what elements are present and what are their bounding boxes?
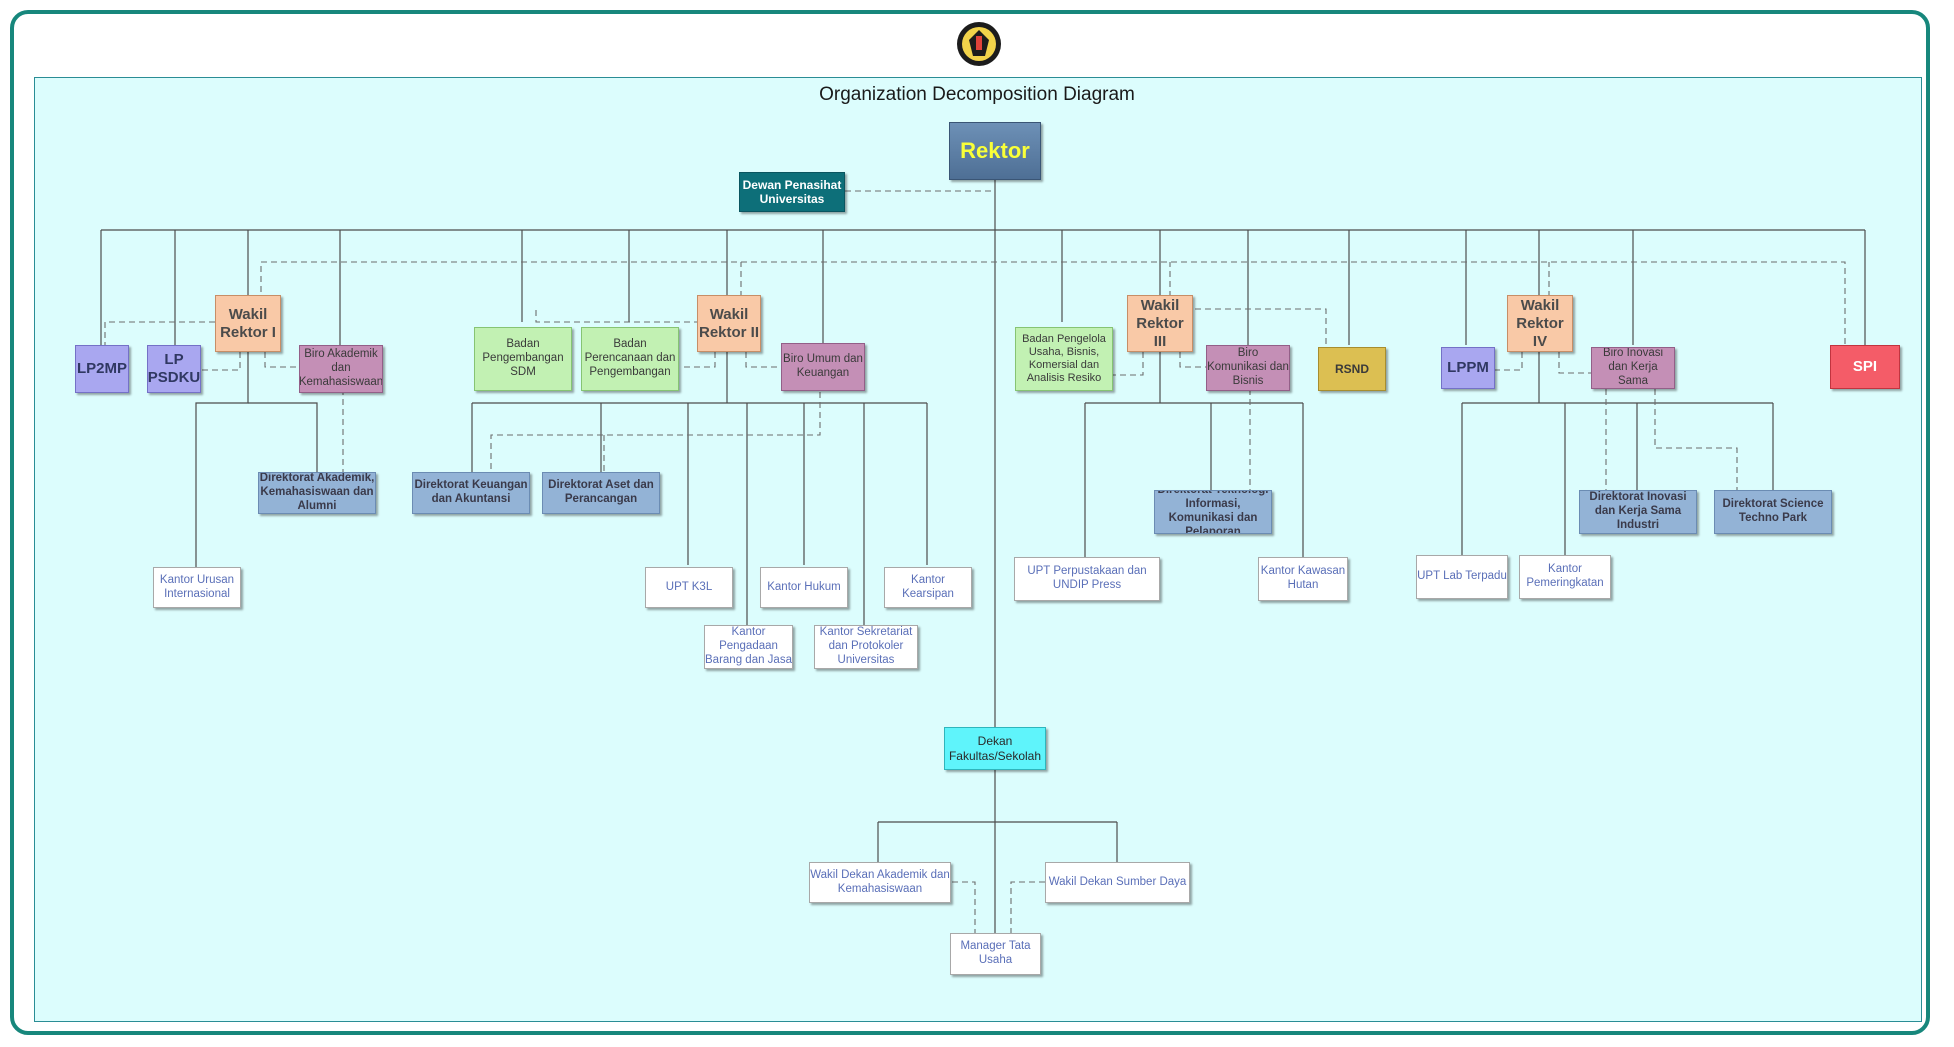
biro-akademik-box[interactable]: Biro Akademik dan Kemahasiswaan (299, 345, 383, 393)
direktorat-keuangan-box[interactable]: Direktorat Keuangan dan Akuntansi (412, 472, 530, 514)
kantor-pengadaan-box[interactable]: Kantor Pengadaan Barang dan Jasa (704, 625, 793, 669)
dekan-fakultas-box[interactable]: Dekan Fakultas/Sekolah (944, 727, 1046, 770)
direktorat-ti-box[interactable]: Direktorat Teknologi Informasi, Komunika… (1154, 490, 1272, 534)
upt-perpustakaan-box[interactable]: UPT Perpustakaan dan UNDIP Press (1014, 557, 1160, 601)
wakil-rektor-2-box[interactable]: Wakil Rektor II (697, 295, 761, 352)
kantor-sekretariat-box[interactable]: Kantor Sekretariat dan Protokoler Univer… (814, 625, 918, 669)
lppm-box[interactable]: LPPM (1441, 347, 1495, 389)
kantor-kearsipan-box[interactable]: Kantor Kearsipan (884, 567, 972, 608)
biro-inovasi-box[interactable]: Biro Inovasi dan Kerja Sama (1591, 347, 1675, 389)
wakil-rektor-1-box[interactable]: Wakil Rektor I (215, 295, 281, 352)
kantor-hukum-box[interactable]: Kantor Hukum (760, 567, 848, 608)
wakil-rektor-4-box[interactable]: Wakil Rektor IV (1507, 295, 1573, 352)
direktorat-akademik-box[interactable]: Direktorat Akademik, Kemahasiswaan dan A… (258, 472, 376, 514)
upt-k3l-box[interactable]: UPT K3L (645, 567, 733, 608)
upt-lab-terpadu-box[interactable]: UPT Lab Terpadu (1416, 555, 1508, 599)
direktorat-inovasi-box[interactable]: Direktorat Inovasi dan Kerja Sama Indust… (1579, 490, 1697, 534)
kantor-kawasan-hutan-box[interactable]: Kantor Kawasan Hutan (1258, 557, 1348, 601)
university-logo-icon (957, 22, 1001, 66)
lp2mp-box[interactable]: LP2MP (75, 345, 129, 393)
manager-tata-usaha-box[interactable]: Manager Tata Usaha (950, 933, 1041, 975)
spi-box[interactable]: SPI (1830, 345, 1900, 389)
badan-perencanaan-box[interactable]: Badan Perencanaan dan Pengembangan (581, 327, 679, 391)
wakil-rektor-3-box[interactable]: Wakil Rektor III (1127, 295, 1193, 352)
biro-umum-keuangan-box[interactable]: Biro Umum dan Keuangan (781, 343, 865, 391)
wakil-dekan-akademik-box[interactable]: Wakil Dekan Akademik dan Kemahasiswaan (809, 862, 951, 903)
kantor-urusan-internasional-box[interactable]: Kantor Urusan Internasional (153, 567, 241, 608)
direktorat-aset-box[interactable]: Direktorat Aset dan Perancangan (542, 472, 660, 514)
lp-psdku-box[interactable]: LP PSDKU (147, 345, 201, 393)
diagram-title: Organization Decomposition Diagram (819, 84, 1135, 105)
badan-pengelola-usaha-box[interactable]: Badan Pengelola Usaha, Bisnis, Komersial… (1015, 327, 1113, 391)
diagram-canvas (34, 77, 1922, 1022)
rsnd-box[interactable]: RSND (1318, 347, 1386, 391)
direktorat-science-techno-park-box[interactable]: Direktorat Science Techno Park (1714, 490, 1832, 534)
badan-pengembangan-sdm-box[interactable]: Badan Pengembangan SDM (474, 327, 572, 391)
biro-komunikasi-box[interactable]: Biro Komunikasi dan Bisnis (1206, 345, 1290, 391)
kantor-pemeringkatan-box[interactable]: Kantor Pemeringkatan (1519, 555, 1611, 599)
wakil-dekan-sumber-daya-box[interactable]: Wakil Dekan Sumber Daya (1045, 862, 1190, 903)
dewan-penasihat-box[interactable]: Dewan Penasihat Universitas (739, 172, 845, 212)
rektor-box[interactable]: Rektor (949, 122, 1041, 180)
